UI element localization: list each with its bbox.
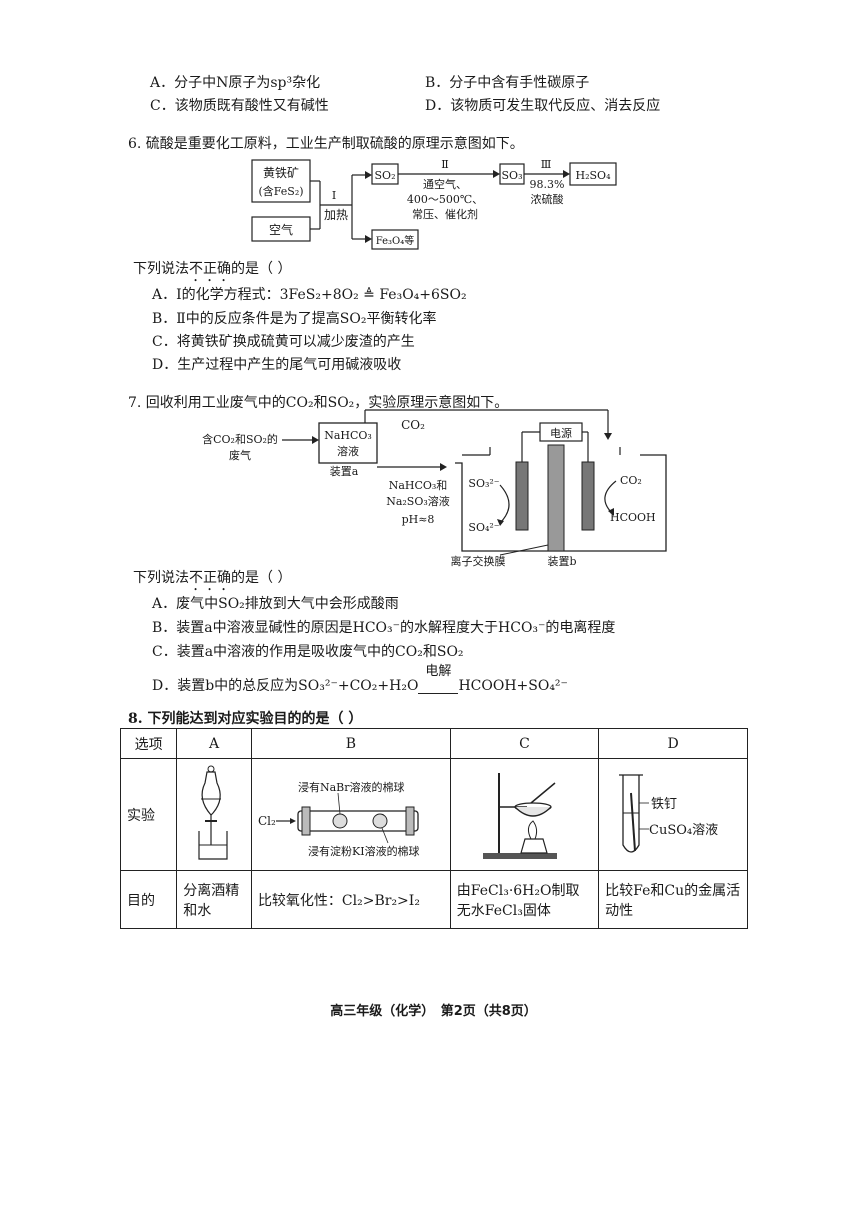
q7-option-b: B．装置a中溶液显碱性的原因是HCO₃⁻的水解程度大于HCO₃⁻的电离程度: [152, 620, 616, 636]
q8-header-b: B: [250, 728, 451, 759]
q8-goal-label: 目的: [119, 870, 178, 929]
q7-co2-top-label: CO₂: [401, 418, 425, 432]
q7-nahco3-box-line1: NaHCO₃: [324, 429, 372, 442]
q7-question: 下列说法不正确的是（ ）: [133, 570, 292, 586]
q7-mid-solution-line2: Na₂SO₃溶液: [386, 494, 450, 508]
q5-option-d: D．该物质可发生取代反应、消去反应: [425, 98, 661, 114]
cotton-ball-icon: [372, 813, 388, 828]
q6-step3-cond1: 98.3%: [530, 178, 565, 191]
q6-stem: 6. 硫酸是重要化工原料，工业生产制取硫酸的原理示意图如下。: [128, 136, 524, 152]
q8-apparatus-a: [176, 758, 252, 871]
q6-ore-formula: (含FeS₂): [258, 184, 303, 198]
q8-goal-b: 比较氧化性：Cl₂>Br₂>I₂: [250, 870, 451, 929]
page-footer: 高三年级（化学） 第2页（共8页）: [330, 1004, 537, 1019]
q8-apparatus-d: 铁钉 CuSO₄溶液: [598, 758, 748, 871]
q8-header-d: D: [598, 728, 748, 759]
q7-hcooh-label: HCOOH: [610, 511, 656, 524]
q8-options-table: 选项 A B C D 实验 浸有NaBr溶液的棉球 Cl₂: [119, 728, 748, 929]
q6-option-b: B．Ⅱ中的反应条件是为了提高SO₂平衡转化率: [152, 311, 437, 327]
q6-fe3o4-label: Fe₃O₄等: [376, 234, 415, 247]
q8-header-option: 选项: [119, 728, 178, 759]
test-tube-icon: [622, 774, 640, 853]
q7-mid-solution-line1: NaHCO₃和: [389, 479, 448, 492]
q6-step1-label: Ⅰ: [332, 189, 336, 202]
q8-goal-d: 比较Fe和Cu的金属活动性: [598, 870, 748, 929]
q8-header-c: C: [449, 728, 600, 759]
q8-goal-row: 目的 分离酒精和水 比较氧化性：Cl₂>Br₂>I₂ 由FeCl₃·6H₂O制取…: [119, 870, 748, 929]
separatory-funnel-icon: [198, 765, 228, 860]
q7-option-d-right: HCOOH+SO₄²⁻: [458, 678, 568, 694]
q8-b-nabr-label: 浸有NaBr溶液的棉球: [298, 780, 405, 794]
q6-step3-label: Ⅲ: [541, 158, 552, 171]
q6-step2-label: Ⅱ: [441, 158, 448, 171]
q7-waste-gas-line1: 含CO₂和SO₂的: [202, 432, 278, 446]
q7-stem: 7. 回收利用工业废气中的CO₂和SO₂，实验原理示意图如下。: [128, 395, 509, 411]
q7-option-d-condition: 电解: [418, 665, 459, 694]
q7-recycling-diagram: 含CO₂和SO₂的 废气 NaHCO₃ 溶液 装置a CO₂ NaHCO₃和 N…: [202, 409, 667, 568]
q5-option-c: C．该物质既有酸性又有碱性: [150, 98, 329, 114]
q6-question: 下列说法不正确的是（ ）: [133, 261, 292, 277]
q8-b-cl2-label: Cl₂: [258, 814, 276, 828]
q6-step2-cond2: 400～500℃、: [407, 193, 483, 206]
q7-waste-gas-line2: 废气: [229, 448, 251, 462]
q7-co2-right-label: CO₂: [620, 474, 642, 487]
q8-experiment-label: 实验: [119, 758, 178, 871]
q7-nahco3-box-line2: 溶液: [337, 444, 359, 458]
q8-goal-c: 由FeCl₃·6H₂O制取无水FeCl₃固体: [449, 870, 600, 929]
q8-header-a: A: [176, 728, 252, 759]
q8-d-nail-label: 铁钉: [651, 797, 677, 812]
q7-device-b-label: 装置b: [547, 555, 576, 568]
q7-sulfate-ion-label: SO₄²⁻: [468, 521, 499, 534]
q6-sulfuric-acid-diagram: 黄铁矿 (含FeS₂) 空气 Ⅰ 加热 SO₂ Ⅱ 通空气、 400～500℃、…: [251, 158, 617, 250]
q6-step1-condition: 加热: [324, 208, 348, 222]
q6-step2-cond3: 常压、催化剂: [412, 207, 478, 221]
q7-option-a: A．废气中SO₂排放到大气中会形成酸雨: [152, 596, 399, 612]
q6-step3-cond2: 浓硫酸: [531, 192, 564, 206]
q8-header-row: 选项 A B C D: [119, 728, 748, 759]
q8-experiment-row: 实验 浸有NaBr溶液的棉球 Cl₂: [119, 758, 748, 871]
q6-option-a: A．Ⅰ的化学方程式：3FeS₂+8O₂ ≜ Fe₃O₄+6SO₂: [152, 287, 467, 303]
evaporating-dish-icon: [483, 772, 558, 859]
q8-d-solution-label: CuSO₄溶液: [649, 823, 718, 838]
q7-option-c: C．装置a中溶液的作用是吸收废气中的CO₂和SO₂: [152, 644, 464, 660]
q8-b-ki-label: 浸有淀粉KI溶液的棉球: [308, 844, 420, 858]
q8-stem: 8. 下列能达到对应实验目的的是（ ）: [128, 711, 363, 727]
q6-option-d: D．生产过程中产生的尾气可用碱液吸收: [152, 357, 402, 373]
cotton-ball-icon: [332, 813, 348, 828]
iron-nail-icon: [630, 792, 637, 851]
q8-goal-a: 分离酒精和水: [176, 870, 252, 929]
q8-apparatus-b: 浸有NaBr溶液的棉球 Cl₂ 浸有淀粉KI溶液的棉球: [250, 758, 451, 871]
q7-power-label: 电源: [550, 426, 572, 440]
q7-membrane-label: 离子交换膜: [451, 554, 506, 568]
glass-tube-icon: [297, 809, 419, 832]
q8-apparatus-c: [449, 758, 600, 871]
q7-mid-solution-line3: pH≈8: [402, 513, 435, 526]
q5-option-a: A．分子中N原子为sp³杂化: [150, 75, 321, 91]
q6-option-c: C．将黄铁矿换成硫黄可以减少废渣的产生: [152, 334, 415, 350]
q6-step2-cond1: 通空气、: [423, 177, 467, 191]
q6-h2so4-label: H₂SO₄: [576, 169, 612, 182]
q6-so3-label: SO₃: [502, 169, 523, 182]
q7-option-d-left: D．装置b中的总反应为SO₃²⁻+CO₂+H₂O: [152, 678, 419, 694]
q6-air-label: 空气: [269, 222, 293, 237]
q7-sulfite-ion-label: SO₃²⁻: [468, 477, 499, 490]
q6-so2-label: SO₂: [375, 169, 396, 182]
q7-device-a-label: 装置a: [330, 465, 359, 478]
q5-option-b: B．分子中含有手性碳原子: [425, 75, 590, 91]
q6-ore-label: 黄铁矿: [263, 166, 299, 180]
